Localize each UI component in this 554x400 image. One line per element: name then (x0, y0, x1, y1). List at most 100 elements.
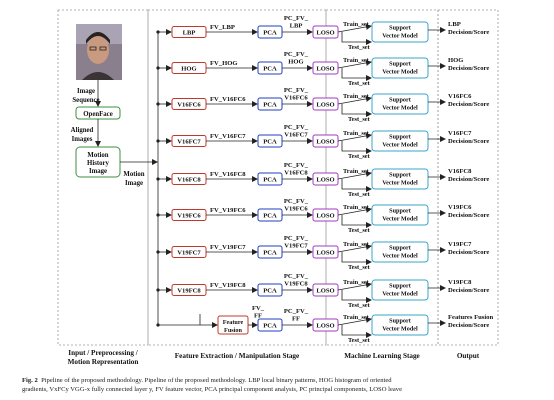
svm-box (371, 168, 429, 190)
fv-label: FV_V16FC8 (210, 171, 246, 178)
arrow-train (337, 23, 372, 33)
pca-label: PCA (263, 177, 277, 184)
train-set-label: Train_set (343, 241, 370, 248)
feature-label: V19FC7 (177, 250, 201, 257)
pc-label-2: V16FC8 (284, 170, 308, 177)
loso-label: LOSO (316, 323, 334, 330)
stage-title-input-line1: Input / Preprocessing / (68, 349, 138, 357)
train-set-label: Train_set (343, 314, 370, 321)
pc-label-1: PC_FV_ (284, 51, 309, 58)
pc-label-1: PC_FV_ (284, 308, 309, 315)
output-label-1: V16FC8 (448, 168, 472, 175)
train-set-label: Train_set (343, 130, 370, 137)
arrow-test (341, 141, 372, 154)
motion-image-label-1: Motion (123, 171, 144, 178)
pipeline-row: V19FC6FV_V19FC6PCAPC_FV_V19FC6LOSOTrain_… (156, 198, 489, 234)
fv-label: FV_V19FC8 (210, 282, 246, 289)
mhi-label-3: Image (89, 168, 107, 175)
svm-label-2: Vector Model (382, 253, 418, 260)
stage-title-input-line2: Motion Representation (68, 358, 139, 366)
output-label-2: Decision/Score (448, 101, 489, 108)
test-set-label: Test_set (348, 44, 371, 51)
fv-label-1: FV_ (252, 305, 265, 312)
svm-label-1: Support (389, 172, 412, 179)
figure-caption: Fig. 2 Pipeline of the proposed methodol… (22, 376, 538, 394)
fv-label: FV_V16FC7 (210, 133, 246, 140)
pc-label-2: V16FC6 (284, 95, 308, 102)
stage-frame-ml (325, 9, 439, 346)
stage-title-ml: Machine Learning Stage (344, 352, 419, 360)
stage-title-feature: Feature Extraction / Manipulation Stage (175, 352, 299, 360)
output-label-2: Decision/Score (448, 65, 489, 72)
loso-label: LOSO (316, 213, 334, 220)
pc-label-1: PC_FV_ (284, 162, 309, 169)
pc-label-1: PC_FV_ (284, 235, 309, 242)
pca-label: PCA (263, 213, 277, 220)
motion-image-label-2: Image (125, 180, 143, 187)
svm-box (371, 279, 429, 301)
pipeline-row: FeatureFusionFV_FFPCAPC_FV_FFLOSOTrain_s… (156, 305, 493, 344)
pc-label-1: PC_FV_ (284, 124, 309, 131)
caption-line-1: Fig. 2 Pipeline of the proposed methodol… (22, 376, 538, 385)
train-set-label: Train_set (343, 279, 370, 286)
feature-label: LBP (183, 30, 196, 37)
pipeline-row: V16FC6FV_V16FC6PCAPC_FV_V16FC6LOSOTrain_… (156, 87, 489, 123)
pipeline-row: V19FC7FV_V19FC7PCAPC_FV_V19FC7LOSOTrain_… (156, 235, 489, 271)
output-label-1: Features Fusion (448, 314, 493, 321)
pc-label-1: PC_FV_ (284, 87, 309, 94)
svm-label-2: Vector Model (382, 142, 418, 149)
feature-label: V16FC6 (177, 102, 201, 109)
arrow-train (337, 59, 372, 69)
pca-label: PCA (263, 250, 277, 257)
caption-text-2: gradients, VxFCy VGG-x fully connected l… (22, 386, 403, 393)
output-label-2: Decision/Score (448, 212, 489, 219)
pca-label: PCA (263, 323, 277, 330)
svm-label-2: Vector Model (382, 33, 418, 40)
pc-label-1: PC_FV_ (284, 273, 309, 280)
arrow-test (341, 104, 372, 117)
fv-label: FV_HOG (210, 60, 237, 67)
feature-label: HOG (181, 66, 196, 73)
svm-label-1: Support (389, 97, 412, 104)
svm-box (371, 93, 429, 115)
arrow-train (337, 170, 372, 180)
pca-label: PCA (263, 139, 277, 146)
fv-label: FV_V19FC6 (210, 207, 246, 214)
stage-frame-output (437, 9, 499, 346)
image-sequence-label-1: Image (77, 88, 95, 95)
test-set-label: Test_set (348, 337, 371, 344)
loso-label: LOSO (316, 66, 334, 73)
fv-label: FV_V19FC7 (210, 244, 246, 251)
output-label-2: Decision/Score (448, 249, 489, 256)
test-set-label: Test_set (348, 302, 371, 309)
pca-label: PCA (263, 288, 277, 295)
fv-label: FV_LBP (210, 24, 235, 31)
feature-label-1: Feature (223, 319, 244, 326)
output-label-1: V19FC6 (448, 204, 472, 211)
pc-label-1: PC_FV_ (284, 198, 309, 205)
svm-label-2: Vector Model (382, 105, 418, 112)
pipeline-row: LBPFV_LBPPCAPC_FV_LBPLOSOTrain_setTest_s… (156, 15, 489, 51)
aligned-images-label-1: Aligned (71, 127, 94, 134)
arrow-test (341, 68, 372, 81)
loso-label: LOSO (316, 250, 334, 257)
arrow-train (337, 281, 372, 291)
output-label-1: V16FC6 (448, 93, 472, 100)
pc-label-2: V19FC6 (284, 206, 308, 213)
mhi-label-2: History (87, 160, 109, 167)
fv-label-2: FF (254, 313, 262, 320)
pipeline-row: V16FC8FV_V16FC8PCAPC_FV_V16FC8LOSOTrain_… (156, 162, 489, 198)
pc-label-1: PC_FV_ (284, 15, 309, 22)
face-thumbnail (76, 24, 122, 80)
test-set-label: Test_set (348, 153, 371, 160)
pipeline-row: V16FC7FV_V16FC7PCAPC_FV_V16FC7LOSOTrain_… (156, 124, 489, 160)
output-label-1: V19FC8 (448, 279, 472, 286)
mhi-label-1: Motion (87, 152, 108, 159)
pc-label-2: LBP (290, 23, 303, 30)
loso-label: LOSO (316, 139, 334, 146)
feature-label: V16FC8 (177, 177, 201, 184)
output-label-1: HOG (448, 57, 463, 64)
pipeline-row: V19FC8FV_V19FC8PCAPC_FV_V19FC8LOSOTrain_… (156, 273, 489, 309)
pca-label: PCA (263, 30, 277, 37)
output-label-1: V19FC7 (448, 241, 472, 248)
